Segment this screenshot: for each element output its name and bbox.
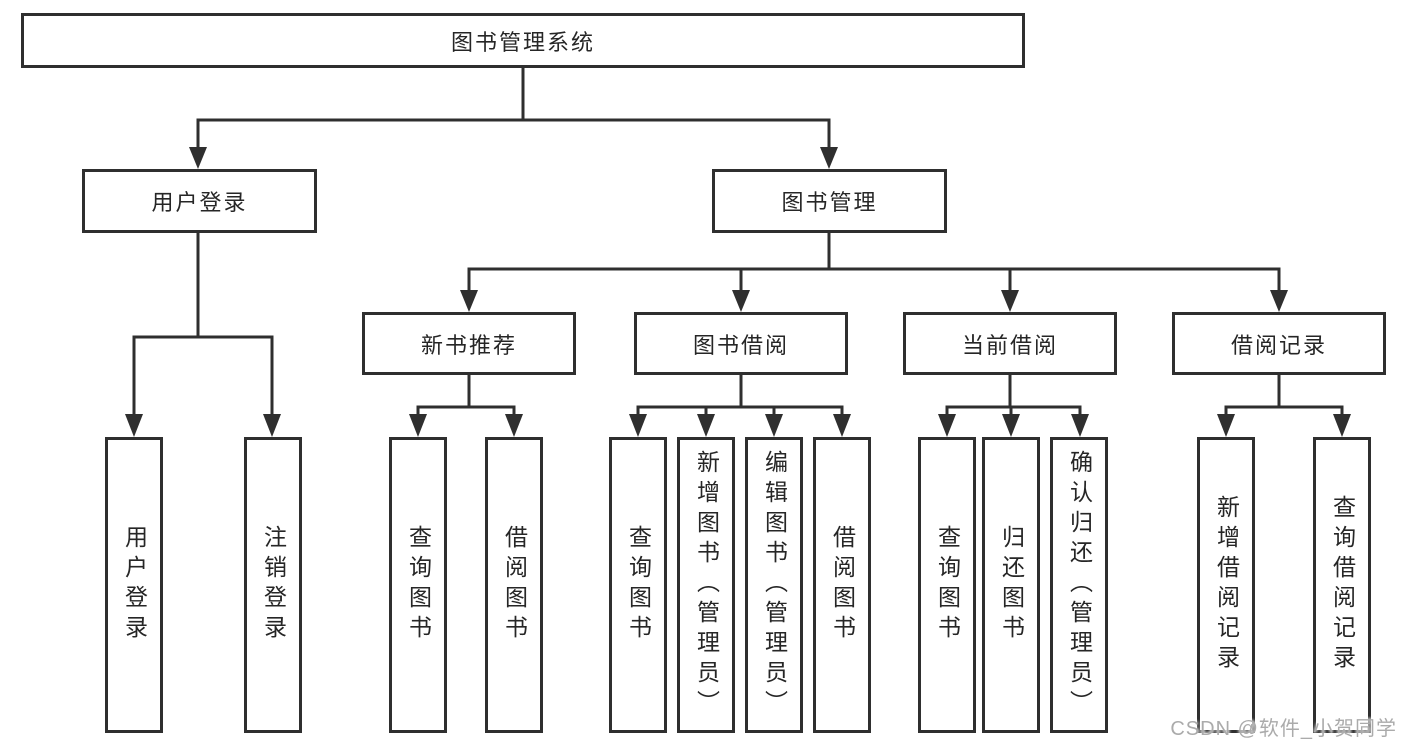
leaf-user-login: 用户登录 xyxy=(105,437,163,733)
leaf-query-books-current: 查询图书 xyxy=(918,437,976,733)
leaf-add-borrow-record: 新增借阅记录 xyxy=(1197,437,1255,733)
leaf-query-borrow-record: 查询借阅记录 xyxy=(1313,437,1371,733)
tree-edges xyxy=(132,65,1344,418)
leaf-query-books-borrow: 查询图书 xyxy=(609,437,667,733)
node-library-management-system: 图书管理系统 xyxy=(21,13,1025,68)
arrowheads xyxy=(125,147,1351,437)
node-book-management: 图书管理 xyxy=(712,169,947,233)
leaf-confirm-return-admin: 确认归还（管理员） xyxy=(1050,437,1108,733)
leaf-query-books-recommend: 查询图书 xyxy=(389,437,447,733)
leaf-add-book-admin: 新增图书（管理员） xyxy=(677,437,735,733)
leaf-return-book: 归还图书 xyxy=(982,437,1040,733)
node-borrow-records: 借阅记录 xyxy=(1172,312,1386,375)
node-user-login: 用户登录 xyxy=(82,169,317,233)
leaf-borrow-books-recommend: 借阅图书 xyxy=(485,437,543,733)
node-new-book-recommend: 新书推荐 xyxy=(362,312,576,375)
node-book-borrow: 图书借阅 xyxy=(634,312,848,375)
leaf-borrow-books: 借阅图书 xyxy=(813,437,871,733)
node-current-borrow: 当前借阅 xyxy=(903,312,1117,375)
watermark: CSDN @软件_小贺同学 xyxy=(1170,718,1397,740)
leaf-logout: 注销登录 xyxy=(244,437,302,733)
leaf-edit-book-admin: 编辑图书（管理员） xyxy=(745,437,803,733)
